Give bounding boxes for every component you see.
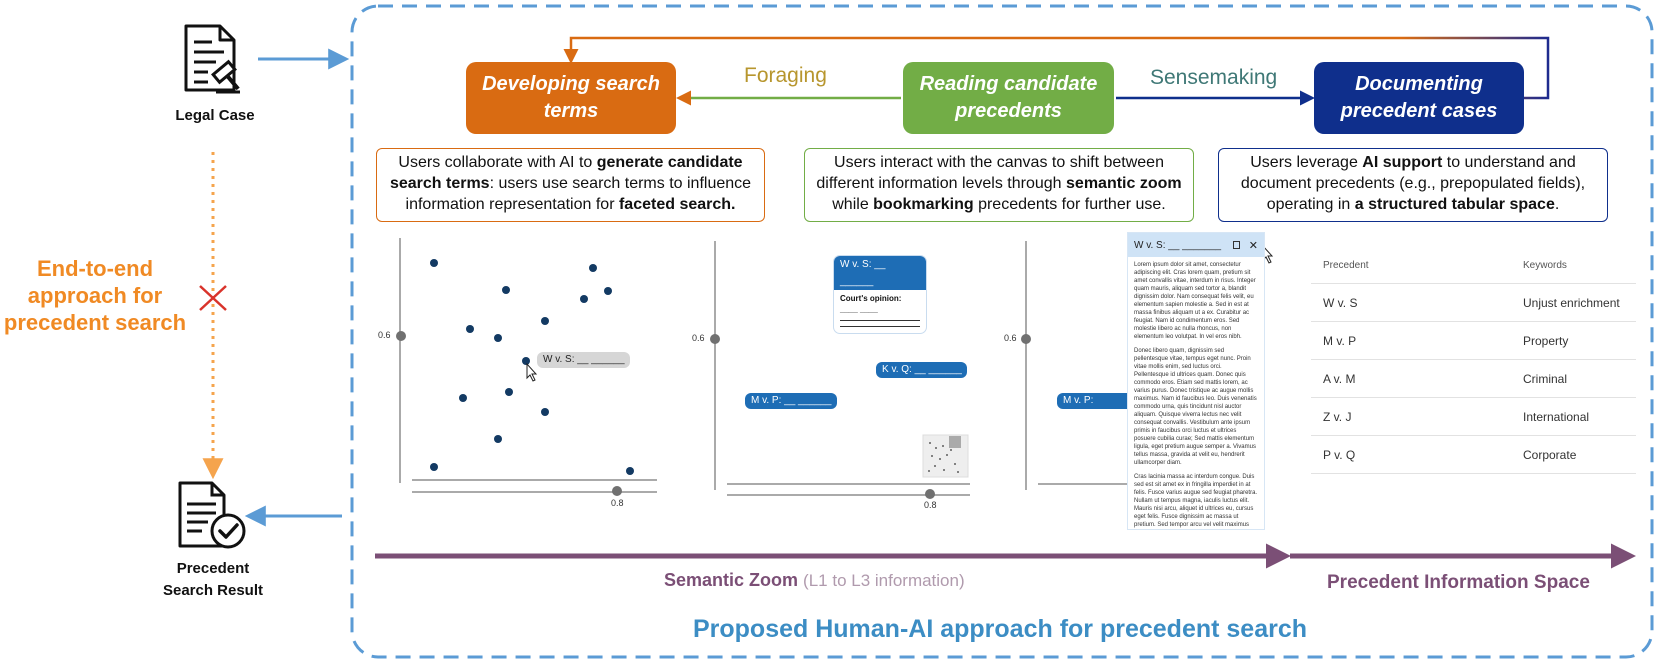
legal-document-icon: [184, 24, 240, 94]
desc-developing-search-terms: Users collaborate with AI to generate ca…: [376, 148, 765, 222]
semantic-zoom-label: Semantic Zoom (L1 to L3 information): [664, 570, 965, 590]
scatter-point: [580, 295, 588, 303]
desc-reading-candidate-precedents: Users interact with the canvas to shift …: [804, 148, 1194, 222]
feedback-loop: [563, 36, 1550, 100]
desc-documenting-precedent-cases: Users leverage AI support to understand …: [1218, 148, 1608, 222]
table-row[interactable]: A v. M Criminal: [1311, 360, 1636, 398]
scatter-point: [502, 286, 510, 294]
reader-title: W v. S: __ _______: [1134, 239, 1222, 251]
foraging-label: Foraging: [744, 64, 827, 87]
precedent-pill-m-v-p[interactable]: M v. P: __ ______: [745, 393, 837, 409]
x-tick-label: 0.8: [611, 498, 624, 508]
legal-case-label: Legal Case: [175, 107, 255, 124]
x-axis-handle[interactable]: [925, 489, 935, 499]
stage-documenting-precedent-cases: Documenting precedent cases: [1314, 62, 1524, 134]
table-row[interactable]: W v. S Unjust enrichment: [1311, 284, 1636, 322]
scatter-point: [505, 388, 513, 396]
scatter-point: [522, 357, 530, 365]
bookmark-icon[interactable]: [1232, 241, 1240, 249]
end-to-end-label: End-to-end approach for precedent search: [3, 256, 187, 335]
table-row[interactable]: M v. P Property: [1311, 322, 1636, 360]
precedent-pill-k-v-q[interactable]: K v. Q: __ ______: [876, 362, 967, 378]
y-axis-handle[interactable]: [396, 331, 406, 341]
y-axis-handle[interactable]: [710, 334, 720, 344]
blocked-cross-icon: [199, 285, 227, 311]
y-tick-label: 0.6: [378, 330, 391, 340]
scatter-point: [541, 408, 549, 416]
scatter-point: [541, 317, 549, 325]
column-header-keywords[interactable]: Keywords: [1523, 260, 1567, 271]
precedent-table: Precedent Keywords W v. S Unjust enrichm…: [1311, 248, 1636, 474]
precedent-information-space-label: Precedent Information Space: [1327, 572, 1590, 593]
precedent-detail-card[interactable]: W v. S: __ ______ Court's opinion: ____ …: [834, 256, 926, 333]
cursor-icon: [526, 362, 538, 382]
y-axis-handle[interactable]: [1021, 334, 1031, 344]
cursor-icon: [1262, 244, 1274, 264]
card-title: W v. S: __ ______: [834, 256, 926, 290]
plot-1-points: [430, 259, 634, 475]
scatter-point: [466, 325, 474, 333]
minimap[interactable]: [922, 434, 969, 478]
scatter-point: [604, 287, 612, 295]
scatter-point: [494, 435, 502, 443]
precedent-pill-m-v-p[interactable]: M v. P:: [1057, 393, 1137, 409]
x-tick-label: 0.8: [924, 500, 937, 510]
table-row[interactable]: P v. Q Corporate: [1311, 436, 1636, 474]
stage-reading-candidate-precedents: Reading candidate precedents: [903, 62, 1114, 134]
table-row[interactable]: Z v. J International: [1311, 398, 1636, 436]
table-header-row: Precedent Keywords: [1311, 248, 1636, 284]
stage-developing-search-terms: Developing search terms: [466, 62, 676, 134]
reader-header: W v. S: __ _______ ✕: [1128, 233, 1264, 257]
column-header-precedent[interactable]: Precedent: [1323, 260, 1369, 271]
scatter-point: [430, 259, 438, 267]
x-axis-handle[interactable]: [612, 486, 622, 496]
scatter-point: [430, 463, 438, 471]
hover-precedent-pill[interactable]: W v. S: __ ______: [537, 352, 630, 368]
search-result-document-icon: [178, 481, 246, 549]
scatter-point: [494, 334, 502, 342]
scatter-point: [626, 467, 634, 475]
scatter-point: [589, 264, 597, 272]
search-result-label: Precedent Search Result: [162, 560, 264, 599]
y-tick-label: 0.6: [1004, 333, 1017, 343]
card-court-opinion: Court's opinion: ____ ____: [840, 294, 902, 314]
precedent-reading-panel[interactable]: W v. S: __ _______ ✕ Lorem ipsum dolor s…: [1128, 233, 1264, 529]
reader-body: Lorem ipsum dolor sit amet, consectetur …: [1134, 262, 1258, 528]
dashed-frame: [350, 4, 1654, 659]
sensemaking-label: Sensemaking: [1150, 66, 1278, 89]
diagram-title: Proposed Human-AI approach for precedent…: [692, 615, 1308, 643]
close-icon[interactable]: ✕: [1248, 239, 1258, 252]
scatter-point: [459, 394, 467, 402]
plot-3-axes: [1025, 241, 1128, 490]
y-tick-label: 0.6: [692, 333, 705, 343]
